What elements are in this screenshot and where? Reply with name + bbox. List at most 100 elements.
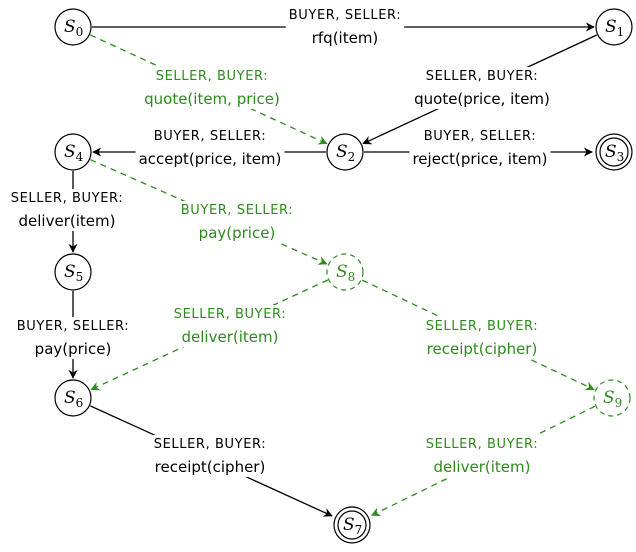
state-letter: S	[64, 388, 76, 408]
state-index: 4	[76, 150, 84, 164]
state-circle	[593, 379, 631, 417]
state-s8: S8	[326, 253, 364, 291]
state-label: S4	[64, 142, 84, 164]
transition-label: SELLER, BUYER: deliver(item)	[422, 435, 542, 477]
transition-message: receipt(cipher)	[427, 340, 538, 358]
transition-roles: SELLER, BUYER:	[174, 307, 286, 322]
state-index: 7	[355, 523, 363, 537]
state-letter: S	[605, 142, 617, 162]
state-index: 3	[617, 150, 625, 164]
state-index: 6	[76, 396, 84, 410]
transition-s8-s9	[361, 279, 595, 391]
state-index: 0	[76, 25, 84, 39]
accepting-state-ring	[337, 510, 367, 540]
state-circle	[54, 133, 92, 171]
transition-label: SELLER, BUYER:receipt(cipher)	[422, 317, 542, 359]
transition-roles: SELLER, BUYER:	[11, 191, 123, 206]
state-circle	[54, 8, 92, 46]
transition-roles: BUYER, SELLER:	[289, 8, 401, 23]
state-letter: S	[64, 262, 76, 282]
label-background	[150, 435, 270, 477]
state-label: S3	[605, 142, 624, 164]
state-s7: S7	[333, 506, 371, 544]
transition-arrow	[361, 279, 595, 391]
transition-message: deliver(item)	[182, 328, 279, 346]
state-label: S7	[343, 515, 362, 537]
transition-roles: BUYER, SELLER:	[424, 129, 536, 144]
transition-roles: BUYER, SELLER:	[154, 129, 266, 144]
state-s9: S9	[593, 379, 631, 417]
state-index: 8	[348, 270, 356, 284]
label-background	[7, 189, 127, 231]
state-label: S2	[336, 142, 355, 164]
state-circle	[595, 8, 633, 46]
transition-label: BUYER, SELLER: pay(price)	[177, 201, 297, 243]
state-letter: S	[343, 515, 355, 535]
state-label: S1	[605, 17, 624, 39]
state-letter: S	[64, 17, 76, 37]
transition-message: quote(price, item)	[414, 90, 550, 108]
transition-message: pay(price)	[35, 340, 112, 358]
accepting-state-ring	[599, 137, 629, 167]
state-s6: S6	[54, 379, 92, 417]
state-letter: S	[336, 262, 348, 282]
state-label: S6	[64, 388, 83, 410]
state-label: S8	[336, 262, 355, 284]
label-background	[422, 317, 542, 359]
label-background	[141, 67, 283, 109]
label-background	[285, 6, 405, 48]
transition-roles: BUYER, SELLER:	[17, 319, 129, 334]
label-background	[422, 435, 542, 477]
label-background	[13, 317, 133, 359]
state-label: S9	[603, 388, 622, 410]
transition-roles: SELLER, BUYER:	[156, 69, 268, 84]
transition-message: pay(price)	[199, 224, 276, 242]
state-index: 2	[348, 150, 356, 164]
state-circle	[326, 253, 364, 291]
transition-message: reject(price, item)	[412, 150, 547, 168]
label-background	[135, 127, 285, 169]
transition-message: deliver(item)	[19, 212, 116, 230]
transition-label: BUYER, SELLER: pay(price)	[13, 317, 133, 359]
transition-label: SELLER, BUYER: deliver(item)	[170, 305, 290, 347]
label-background	[170, 305, 290, 347]
state-letter: S	[605, 17, 617, 37]
state-s4: S4	[54, 133, 92, 171]
label-background	[411, 67, 553, 109]
state-index: 5	[76, 270, 84, 284]
transition-label: BUYER, SELLER: rfq(item)	[285, 6, 405, 48]
state-index: 1	[617, 25, 625, 39]
transition-roles: SELLER, BUYER:	[426, 437, 538, 452]
state-letter: S	[336, 142, 348, 162]
transition-message: rfq(item)	[312, 29, 379, 47]
state-index: 9	[615, 396, 623, 410]
state-s5: S5	[54, 253, 92, 291]
transition-message: deliver(item)	[434, 458, 531, 476]
state-s1: S1	[595, 8, 633, 46]
transition-roles: SELLER, BUYER:	[426, 69, 538, 84]
state-circle	[54, 253, 92, 291]
state-letter: S	[64, 142, 76, 162]
state-s2: S2	[326, 133, 364, 171]
state-circle	[54, 379, 92, 417]
transition-label: SELLER, BUYER: deliver(item)	[7, 189, 127, 231]
transition-roles: SELLER, BUYER:	[154, 437, 266, 452]
transition-label: SELLER, BUYER: quote(item, price)	[141, 67, 283, 109]
state-label: S0	[64, 17, 83, 39]
state-circle	[326, 133, 364, 171]
state-s0: S0	[54, 8, 92, 46]
transition-label: SELLER, BUYER: quote(price, item)	[411, 67, 553, 109]
transition-roles: BUYER, SELLER:	[181, 203, 293, 218]
transition-message: accept(price, item)	[139, 150, 282, 168]
transition-message: quote(item, price)	[144, 90, 280, 108]
transition-message: receipt(cipher)	[155, 458, 266, 476]
state-label: S5	[64, 262, 83, 284]
transition-label: BUYER, SELLER: reject(price, item)	[409, 127, 551, 169]
state-s3: S3	[595, 133, 633, 171]
transition-label: SELLER, BUYER: receipt(cipher)	[150, 435, 270, 477]
state-letter: S	[603, 388, 615, 408]
label-background	[409, 127, 551, 169]
label-background	[177, 201, 297, 243]
